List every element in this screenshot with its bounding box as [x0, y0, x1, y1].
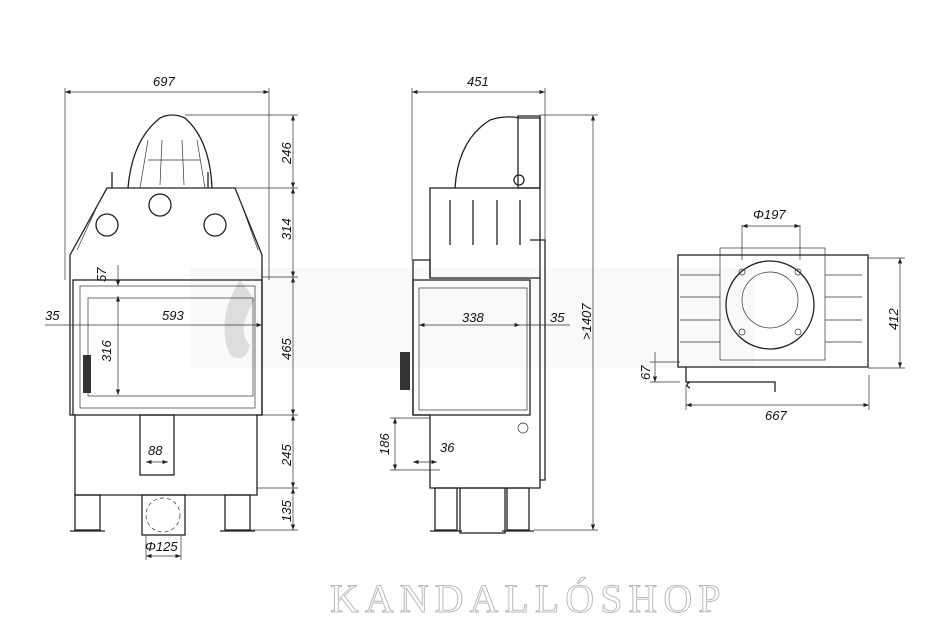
dim-flue-diameter: Φ197: [753, 207, 786, 222]
dim-door-height: 465: [279, 338, 294, 360]
dim-upper-height: 314: [279, 218, 294, 240]
dim-glass-height: 316: [99, 340, 114, 362]
dim-side-offset: 35: [45, 308, 60, 323]
dim-side-depth: 451: [467, 74, 489, 89]
dim-front-width: 697: [153, 74, 175, 89]
dim-handle-offset: 36: [440, 440, 455, 455]
side-view: 451 338 35 >1407 186 36: [377, 74, 598, 534]
dim-top-offset: 57: [94, 267, 109, 282]
dim-top-depth: 412: [886, 308, 901, 330]
dim-leg-height: 135: [279, 500, 294, 522]
watermark-text: KANDALLÓSHOP: [330, 576, 726, 621]
top-view: Φ197 412 667 67: [638, 207, 905, 423]
front-view: 697 246 314 465 245 135 35 593 316 57 88…: [45, 74, 298, 560]
flame-logo-icon: [224, 280, 255, 359]
watermark-band: [190, 268, 755, 368]
dim-air-inlet-width: 88: [148, 443, 163, 458]
dim-glass-width: 593: [162, 308, 184, 323]
dim-total-height: >1407: [579, 303, 594, 340]
dim-hood-height: 246: [279, 142, 294, 165]
dim-glass-depth: 338: [462, 310, 484, 325]
watermark: KANDALLÓSHOP: [330, 576, 726, 622]
dim-top-width: 667: [765, 408, 787, 423]
dim-air-inlet-diameter: Φ125: [145, 539, 178, 554]
dim-frame-offset: 35: [550, 310, 565, 325]
dim-top-offset: 67: [638, 365, 653, 380]
dim-handle-height: 186: [377, 433, 392, 455]
dim-lower-height: 245: [279, 444, 294, 467]
